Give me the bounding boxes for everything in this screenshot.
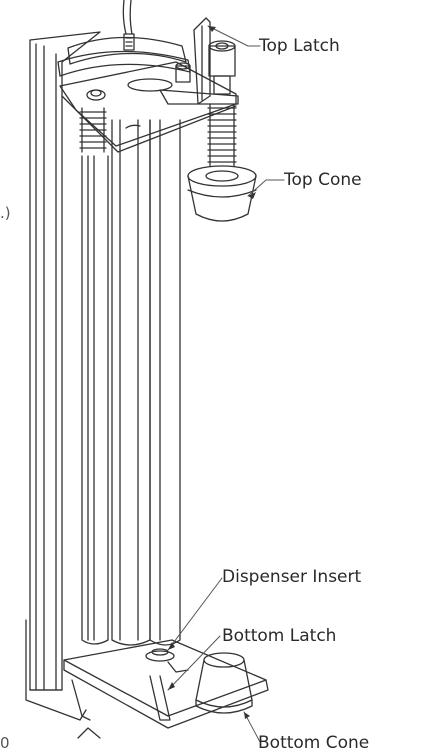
left-spring xyxy=(79,107,107,153)
label-top-latch: Top Latch xyxy=(259,36,340,56)
arrow-dispenser-insert xyxy=(168,642,175,650)
top-latch-plate xyxy=(193,17,211,105)
label-bottom-cone: Bottom Cone xyxy=(258,733,370,753)
arrow-bottom-latch xyxy=(168,682,175,690)
top-spring xyxy=(207,40,237,167)
label-bottom-latch: Bottom Latch xyxy=(222,626,337,646)
bottom-base xyxy=(63,639,269,739)
leader-top-latch xyxy=(207,25,261,47)
paper-rolls xyxy=(81,119,181,646)
cable xyxy=(122,0,135,51)
label-top-cone: Top Cone xyxy=(284,170,362,190)
top-cone xyxy=(187,165,257,222)
edge-text-zero: 0 xyxy=(0,734,10,752)
arrow-bottom-cone xyxy=(244,712,250,719)
arrow-top-latch xyxy=(208,26,216,32)
leader-dispenser-insert xyxy=(167,577,223,651)
leader-top-cone xyxy=(247,179,285,197)
label-dispenser-insert: Dispenser Insert xyxy=(222,567,362,587)
arrow-top-cone xyxy=(248,192,256,199)
edge-text-paren: .) xyxy=(0,204,11,222)
leader-bottom-latch xyxy=(167,635,221,691)
top-bracket xyxy=(59,61,239,153)
bottom-cone xyxy=(195,652,253,714)
left-frame xyxy=(25,31,101,721)
arrow-heads xyxy=(168,26,256,719)
